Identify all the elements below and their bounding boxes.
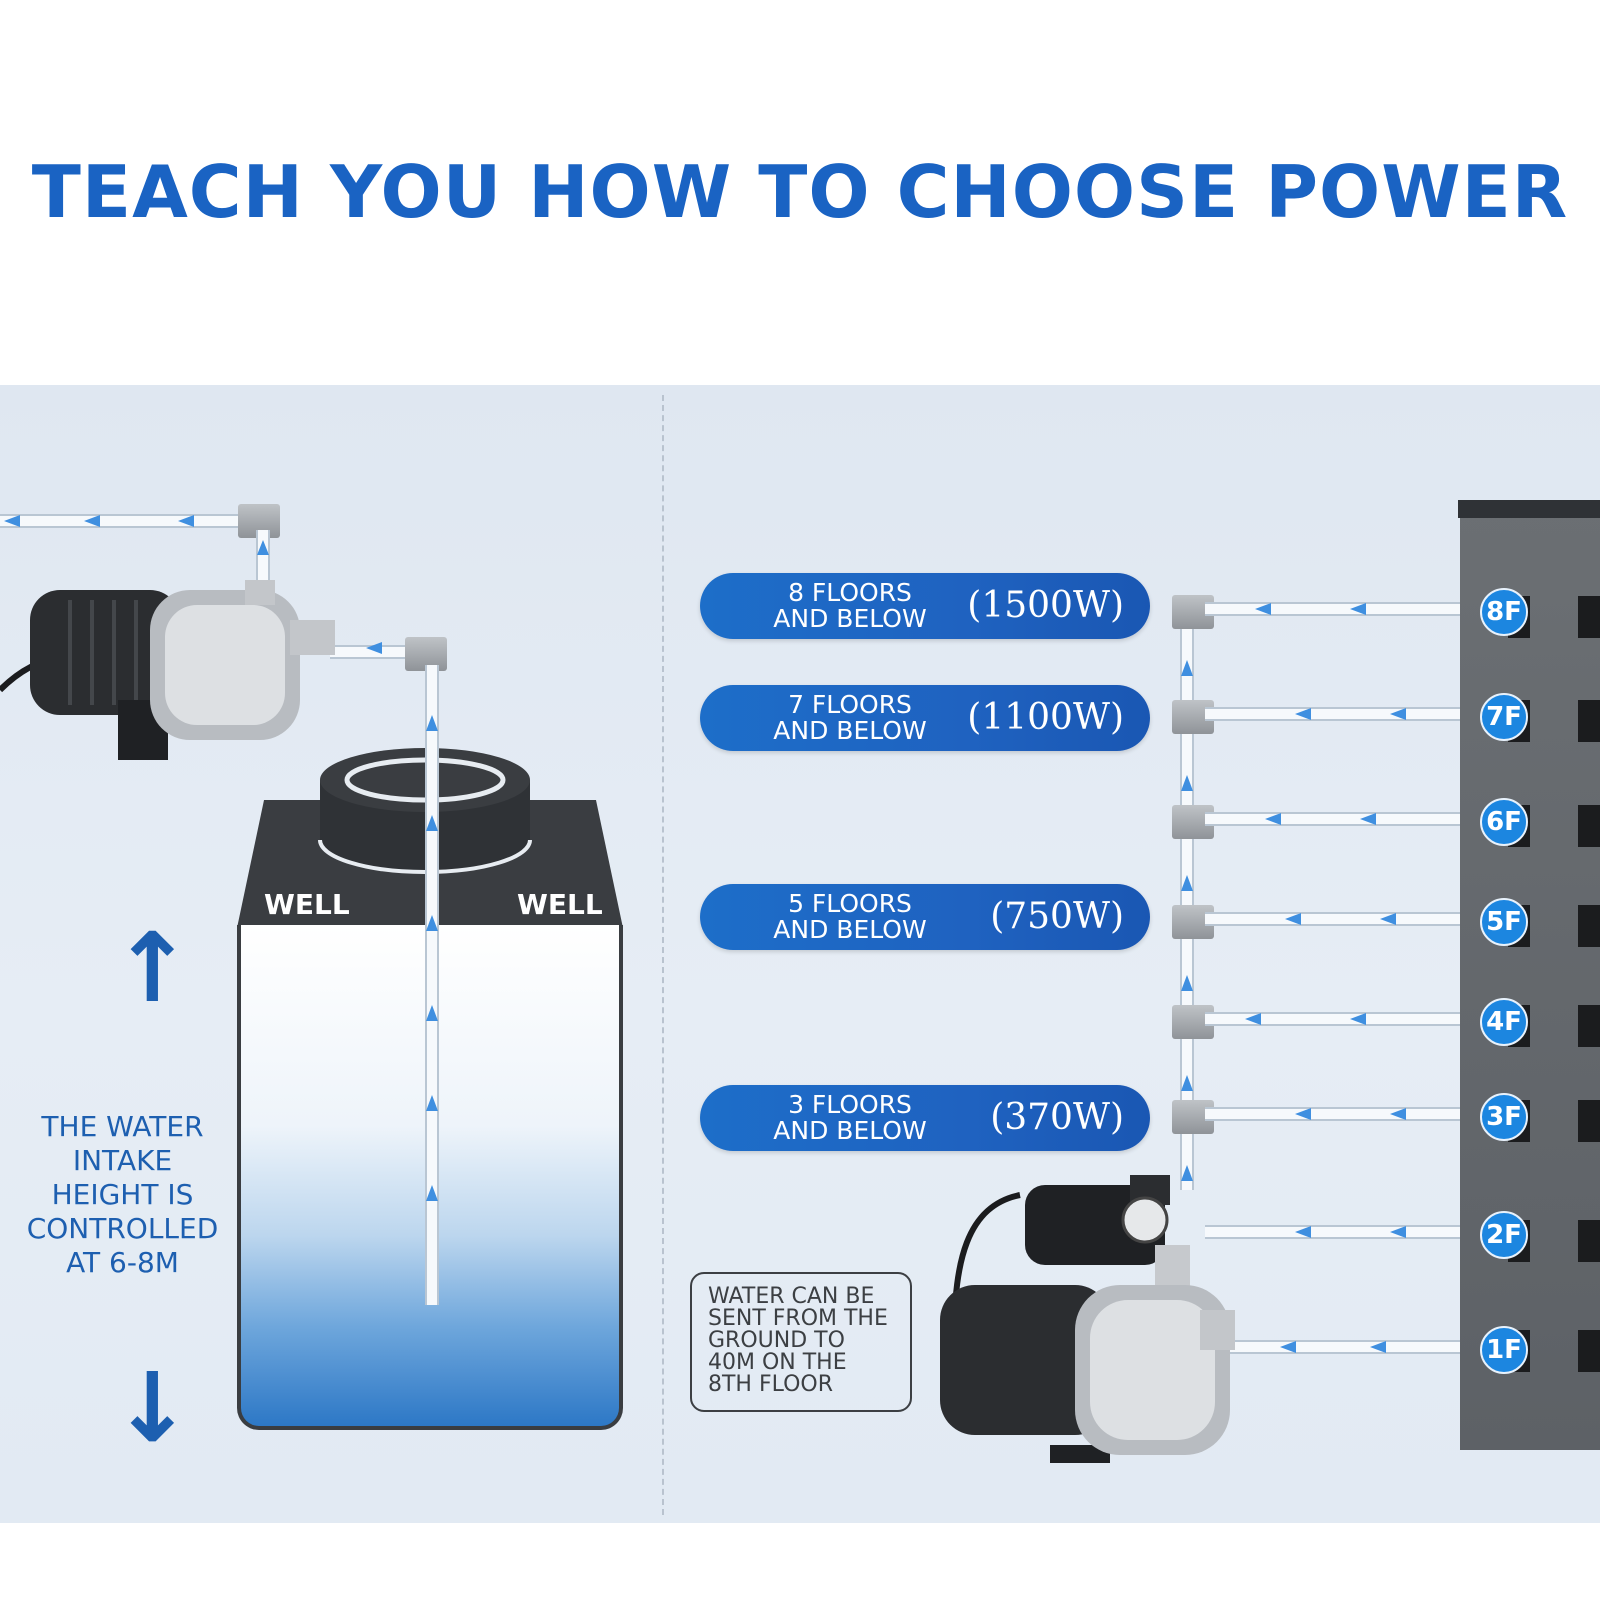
floor-badge-8f: 8F bbox=[1480, 588, 1528, 636]
building-window bbox=[1578, 700, 1600, 742]
floor-pipe-7f bbox=[1205, 707, 1480, 721]
power-option-wattage: (1100W) bbox=[967, 697, 1124, 738]
floor-badge-1f: 1F bbox=[1480, 1326, 1528, 1374]
building-window bbox=[1578, 1330, 1600, 1372]
building-window bbox=[1578, 596, 1600, 638]
floor-pipe-8f bbox=[1205, 602, 1480, 616]
power-option-8-floors: 8 FLOORS AND BELOW (1500W) bbox=[700, 573, 1150, 639]
intake-height-note: THE WATER INTAKE HEIGHT IS CONTROLLED AT… bbox=[15, 1110, 230, 1280]
building-window bbox=[1578, 1220, 1600, 1262]
delivery-note-line: 8TH FLOOR bbox=[708, 1372, 834, 1397]
floor-badge-7f: 7F bbox=[1480, 693, 1528, 741]
building-roof bbox=[1458, 500, 1600, 518]
floor-pipe-2f bbox=[1205, 1225, 1480, 1239]
power-option-floors: 3 FLOORS bbox=[788, 1090, 912, 1119]
intake-note-line: CONTROLLED bbox=[26, 1212, 219, 1245]
floor-badge-5f: 5F bbox=[1480, 898, 1528, 946]
building-window bbox=[1578, 1005, 1600, 1047]
building-window bbox=[1578, 805, 1600, 847]
floor-pipe-3f bbox=[1205, 1107, 1480, 1121]
intake-note-line: AT 6-8M bbox=[66, 1246, 179, 1279]
power-option-3-floors: 3 FLOORS AND BELOW (370W) bbox=[700, 1085, 1150, 1151]
power-option-floors: 7 FLOORS bbox=[788, 690, 912, 719]
power-option-floors: 8 FLOORS bbox=[788, 578, 912, 607]
floor-badge-2f: 2F bbox=[1480, 1211, 1528, 1259]
power-option-below: AND BELOW bbox=[773, 716, 927, 745]
power-option-below: AND BELOW bbox=[773, 1116, 927, 1145]
flow-arrow-icon bbox=[4, 515, 438, 1201]
well-label-left: WELL bbox=[264, 888, 350, 921]
flow-arrow-icon bbox=[1181, 603, 1406, 1353]
power-option-wattage: (370W) bbox=[990, 1097, 1124, 1138]
arrow-down-icon: ↓ bbox=[112, 1352, 193, 1464]
floor-badge-6f: 6F bbox=[1480, 798, 1528, 846]
power-option-7-floors: 7 FLOORS AND BELOW (1100W) bbox=[700, 685, 1150, 751]
power-option-floors: 5 FLOORS bbox=[788, 889, 912, 918]
intake-note-line: HEIGHT IS bbox=[51, 1178, 194, 1211]
pump-icon bbox=[0, 580, 340, 780]
building-icon bbox=[1460, 500, 1600, 1450]
delivery-note-line: 40M ON THE bbox=[708, 1350, 847, 1375]
building-window bbox=[1578, 905, 1600, 947]
building-riser-pipe bbox=[1180, 610, 1194, 1190]
delivery-note-line: WATER CAN BE bbox=[708, 1284, 875, 1309]
delivery-note-line: SENT FROM THE bbox=[708, 1306, 888, 1331]
well-label-right: WELL bbox=[517, 888, 603, 921]
building-window bbox=[1578, 1100, 1600, 1142]
intake-note-line: THE WATER bbox=[41, 1110, 204, 1143]
pump-icon bbox=[930, 1175, 1250, 1465]
floor-pipe-5f bbox=[1205, 912, 1480, 926]
power-option-below: AND BELOW bbox=[773, 604, 927, 633]
power-option-wattage: (1500W) bbox=[967, 585, 1124, 626]
page-title: TEACH YOU HOW TO CHOOSE POWER bbox=[31, 150, 1569, 234]
floor-badge-3f: 3F bbox=[1480, 1093, 1528, 1141]
floor-pipe-4f bbox=[1205, 1012, 1480, 1026]
floor-badge-4f: 4F bbox=[1480, 998, 1528, 1046]
delivery-height-note: WATER CAN BE SENT FROM THE GROUND TO 40M… bbox=[690, 1272, 912, 1412]
pump-riser-pipe bbox=[256, 530, 270, 590]
floor-pipe-6f bbox=[1205, 812, 1480, 826]
power-option-below: AND BELOW bbox=[773, 915, 927, 944]
power-option-wattage: (750W) bbox=[990, 896, 1124, 937]
power-option-5-floors: 5 FLOORS AND BELOW (750W) bbox=[700, 884, 1150, 950]
panel-divider bbox=[662, 395, 664, 1515]
arrow-up-icon: ↑ bbox=[112, 912, 193, 1024]
intake-note-line: INTAKE bbox=[72, 1144, 173, 1177]
delivery-note-line: GROUND TO bbox=[708, 1328, 845, 1353]
